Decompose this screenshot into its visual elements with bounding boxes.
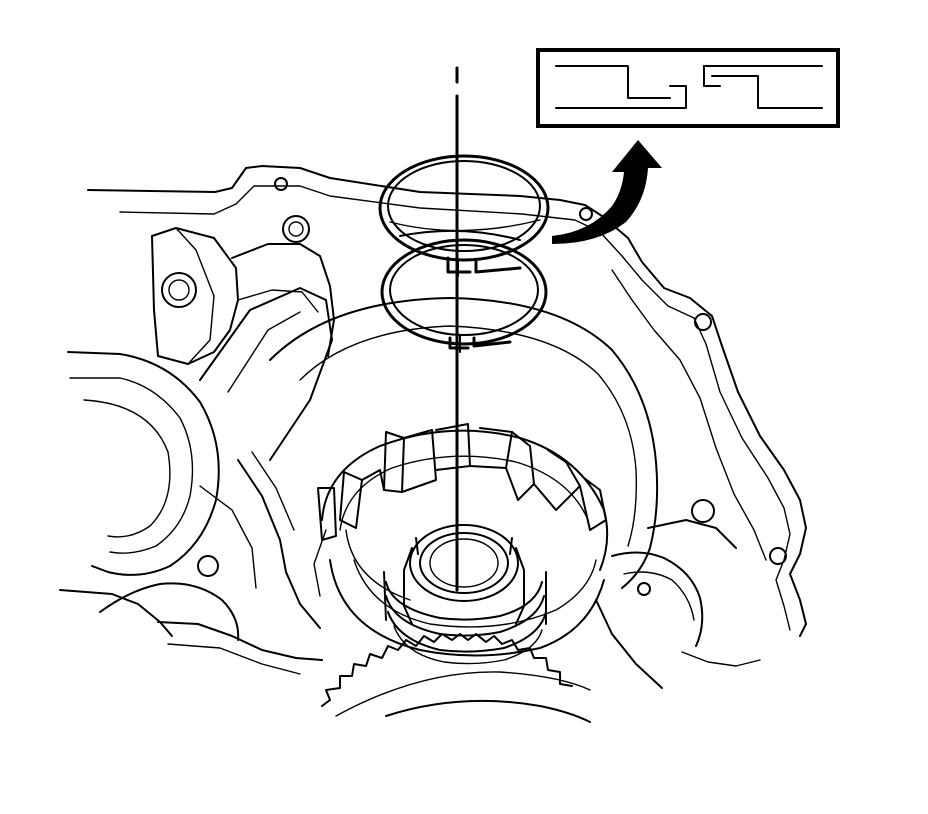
shaft-hub	[383, 524, 547, 665]
upper-seal-ring	[378, 154, 550, 277]
detail-arrow	[552, 140, 662, 244]
ring-joint-detail-inset	[536, 48, 840, 128]
ring-gear	[321, 633, 591, 723]
clutch-drum	[313, 423, 609, 657]
transmission-case	[59, 165, 807, 689]
lower-seal-ring	[380, 229, 548, 353]
